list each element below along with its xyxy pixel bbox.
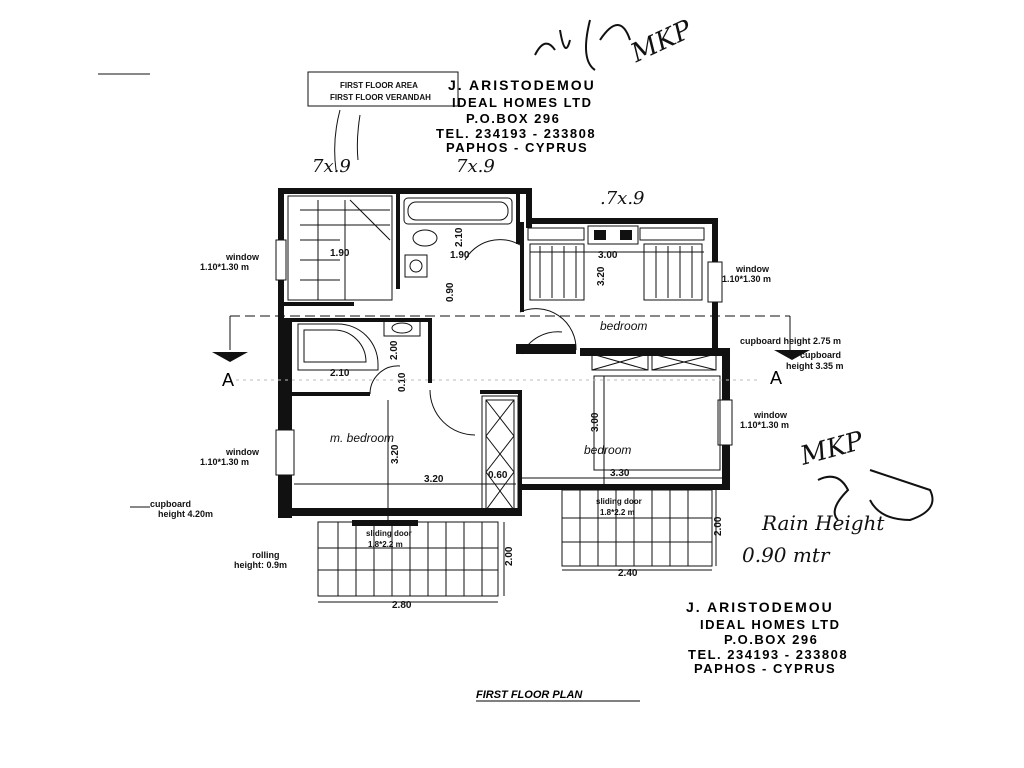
- ensuite: 2.10 2.00 0.10: [297, 319, 476, 436]
- section-arrow-left: [212, 352, 248, 362]
- dim-bedroom-right-width: 3.30: [610, 468, 630, 479]
- dim-bedroom-right-height: 3.00: [590, 412, 601, 432]
- stamp-bottom-company: IDEAL HOMES LTD: [700, 617, 840, 632]
- dim-master-width: 3.20: [424, 474, 444, 485]
- dim-master-height: 3.20: [390, 444, 401, 464]
- dim-closet: 0.60: [488, 470, 508, 481]
- cupboard-left-height: height 4.20m: [158, 509, 213, 519]
- dim-verandah-right-width: 2.40: [618, 568, 638, 579]
- stamp-top-company: IDEAL HOMES LTD: [452, 95, 592, 110]
- bathroom-fixtures: 2.10 1.90 0.90: [403, 197, 521, 302]
- window-right-top-label: window: [735, 264, 770, 274]
- section-label-right: A: [770, 368, 782, 388]
- room-bedroom-right: bedroom: [584, 443, 631, 457]
- sliding-door-left-size: 1.8*2.2 m: [368, 540, 403, 549]
- dim-verandah-left-height: 2.00: [504, 546, 515, 566]
- stamp-top-pobox: P.O.BOX 296: [466, 111, 560, 126]
- wardrobe-right: [591, 353, 649, 371]
- signature-scribble: [534, 19, 631, 71]
- sliding-door-left: sliding door: [366, 529, 412, 538]
- cupboard-height-right: cupboard height 2.75 m: [740, 336, 841, 346]
- stamp-bottom: J. ARISTODEMOU IDEAL HOMES LTD P.O.BOX 2…: [686, 599, 848, 676]
- bathtub: [403, 197, 513, 225]
- dim-bath-height: 2.10: [454, 227, 465, 247]
- room-bedroom-top: bedroom: [600, 319, 647, 333]
- handwriting-rain-line2: 0.90 mtr: [742, 543, 831, 567]
- verandah-right: sliding door 1.8*2.2 m 2.40 2.00: [561, 489, 724, 579]
- dim-bedroom-top-height: 3.20: [596, 266, 607, 286]
- verandah-left: sliding door 1.8*2.2 m 2.80 2.00: [317, 520, 515, 611]
- plan-title: FIRST FLOOR PLAN: [476, 689, 583, 701]
- dim-stair-width: 1.90: [330, 248, 350, 259]
- handwriting-stroke: [334, 109, 361, 171]
- stamp-bottom-name: J. ARISTODEMOU: [686, 599, 834, 615]
- rolling-label: rolling: [252, 550, 280, 560]
- corner-shower: [297, 323, 379, 371]
- handwriting-rain-line1: Rain Height: [761, 511, 885, 535]
- windows: [275, 239, 733, 476]
- window-right-mid-size: 1.10*1.30 m: [740, 420, 789, 430]
- handwriting-right-sign: MKP: [796, 426, 867, 472]
- ensuite-sink: [383, 319, 421, 337]
- window-right-mid-label: window: [753, 410, 788, 420]
- cupboard-right-label: cupboard: [800, 350, 841, 360]
- handwriting-top-mid: 7x.9: [456, 156, 495, 177]
- bed-right: [643, 243, 703, 301]
- sliding-door-right-size: 1.8*2.2 m: [600, 508, 635, 517]
- handwriting-top-left: 7x.9: [312, 156, 351, 177]
- cupboard-left-label: cupboard: [150, 499, 191, 509]
- window-left-bottom-label: window: [225, 447, 260, 457]
- stamp-top: FIRST FLOOR AREA FIRST FLOOR VERANDAH J.…: [307, 71, 596, 155]
- annotations: window 1.10*1.30 m window 1.10*1.30 m wi…: [130, 252, 844, 570]
- walls: [278, 188, 730, 518]
- window-left-bottom-size: 1.10*1.30 m: [200, 457, 249, 467]
- window-left-top-size: 1.10*1.30 m: [200, 262, 249, 272]
- bed-double: [593, 375, 721, 471]
- toilet-icon: [412, 229, 438, 247]
- handwriting-scribble: [817, 469, 934, 522]
- dim-ensuite-height: 2.00: [389, 340, 400, 360]
- stamp-bottom-tel: TEL. 234193 - 233808: [688, 647, 848, 662]
- bed-left: [529, 243, 585, 301]
- stamp-top-tel: TEL. 234193 - 233808: [436, 126, 596, 141]
- handwriting-top-sign: MKP: [625, 15, 697, 70]
- window-left-top-label: window: [225, 252, 260, 262]
- area-box: [307, 71, 459, 107]
- master-bedroom: m. bedroom 3.20 3.20 0.60: [294, 395, 519, 520]
- nightstand: [587, 225, 639, 245]
- sliding-door-right: sliding door: [596, 497, 642, 506]
- stamp-top-city: PAPHOS - CYPRUS: [446, 140, 588, 155]
- section-label-left: A: [222, 370, 234, 390]
- section-line: A A: [212, 315, 810, 390]
- sink-icon: [404, 254, 428, 278]
- section-arrow-right: [774, 350, 810, 360]
- dim-bath-width: 1.90: [450, 250, 470, 261]
- stamp-top-name: J. ARISTODEMOU: [448, 77, 596, 93]
- area-box-line2: FIRST FLOOR VERANDAH: [330, 93, 431, 102]
- area-box-line1: FIRST FLOOR AREA: [340, 81, 418, 90]
- stamp-bottom-city: PAPHOS - CYPRUS: [694, 661, 836, 676]
- room-master-bedroom: m. bedroom: [330, 431, 394, 445]
- dim-bedroom-top-width: 3.00: [598, 250, 618, 261]
- bedroom-top: 3.00 3.20 bedroom: [519, 225, 705, 351]
- dim-hall-width: 0.90: [445, 282, 456, 302]
- cupboard-right-height: height 3.35 m: [786, 361, 844, 371]
- staircase: 1.90: [287, 195, 393, 301]
- rolling-height: height: 0.9m: [234, 560, 287, 570]
- handwriting-right: MKP Rain Height 0.90 mtr: [742, 426, 934, 567]
- dim-ensuite-door: 0.10: [397, 372, 408, 392]
- handwriting-mid-right: .7x.9: [600, 188, 645, 209]
- bedroom-right: 3.00 bedroom 3.30: [521, 331, 722, 486]
- dim-verandah-left-width: 2.80: [392, 600, 412, 611]
- dim-verandah-right-height: 2.00: [713, 516, 724, 536]
- wardrobe: [481, 395, 519, 515]
- dim-ensuite-width: 2.10: [330, 368, 350, 379]
- stamp-bottom-pobox: P.O.BOX 296: [724, 632, 818, 647]
- window-right-top-size: 1.10*1.30 m: [722, 274, 771, 284]
